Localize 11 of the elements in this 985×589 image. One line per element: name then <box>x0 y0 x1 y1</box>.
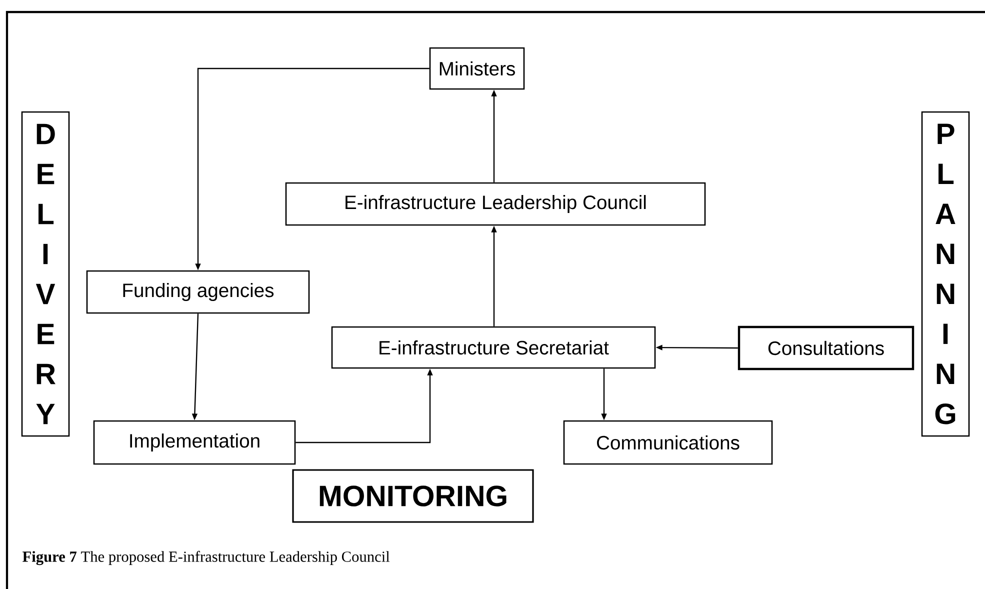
vertical-label-box: PLANNING <box>921 111 970 437</box>
process-box: Funding agencies <box>86 270 310 314</box>
process-box: Ministers <box>429 47 525 90</box>
vertical-label-box: DELIVERY <box>21 111 70 437</box>
process-box: E-infrastructure Secretariat <box>331 326 656 369</box>
process-box: E-infrastructure Leadership Council <box>285 182 706 226</box>
process-box: Implementation <box>93 420 296 465</box>
process-box: Communications <box>563 420 773 465</box>
heading-box: MONITORING <box>292 469 534 523</box>
caption: Figure 7 The proposed E-infrastructure Leadership Council <box>22 550 390 566</box>
process-box: Consultations <box>738 326 914 370</box>
